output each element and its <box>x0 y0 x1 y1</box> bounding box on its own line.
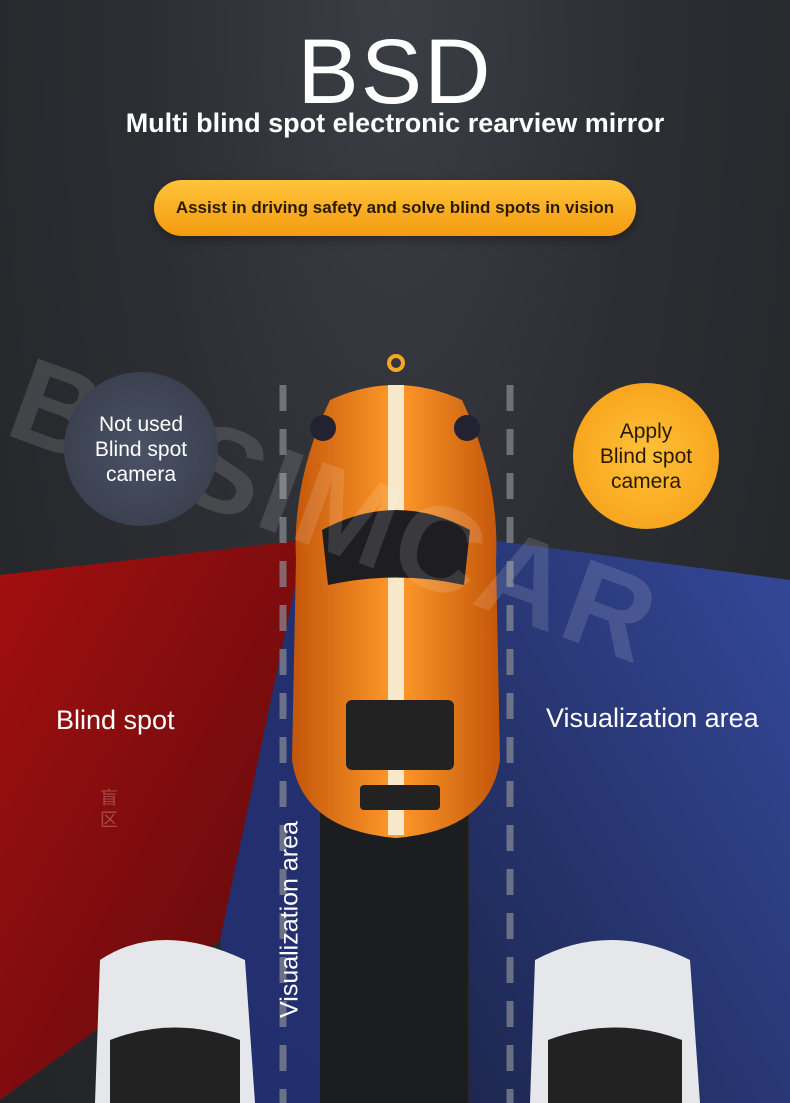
white-car-left <box>95 940 255 1103</box>
blind-spot-zone <box>0 540 305 1100</box>
badge-line: Apply <box>619 419 673 443</box>
badge-line: Not used <box>98 412 184 436</box>
badge-line: Blind spot <box>94 437 188 461</box>
cn-char: 区 <box>100 810 118 831</box>
badge-line: camera <box>105 462 176 486</box>
visualization-area-vertical-label: Visualization area <box>275 821 304 1018</box>
camera-icon <box>387 354 405 372</box>
blind-spot-label: Blind spot <box>56 705 175 735</box>
badge-line: Blind spot <box>599 444 693 468</box>
banner-pill: Assist in driving safety and solve blind… <box>154 180 636 236</box>
white-car-right <box>530 940 700 1103</box>
visualization-area-label: Visualization area <box>546 703 759 733</box>
page-title: BSD <box>297 21 493 123</box>
badge-line: camera <box>610 469 681 493</box>
blind-spot-cn-label: 盲区 <box>100 788 120 832</box>
cn-char: 盲 <box>100 788 118 809</box>
orange-car <box>292 385 500 838</box>
banner-text: Assist in driving safety and solve blind… <box>175 198 615 217</box>
page-subtitle: Multi blind spot electronic rearview mir… <box>125 108 665 138</box>
